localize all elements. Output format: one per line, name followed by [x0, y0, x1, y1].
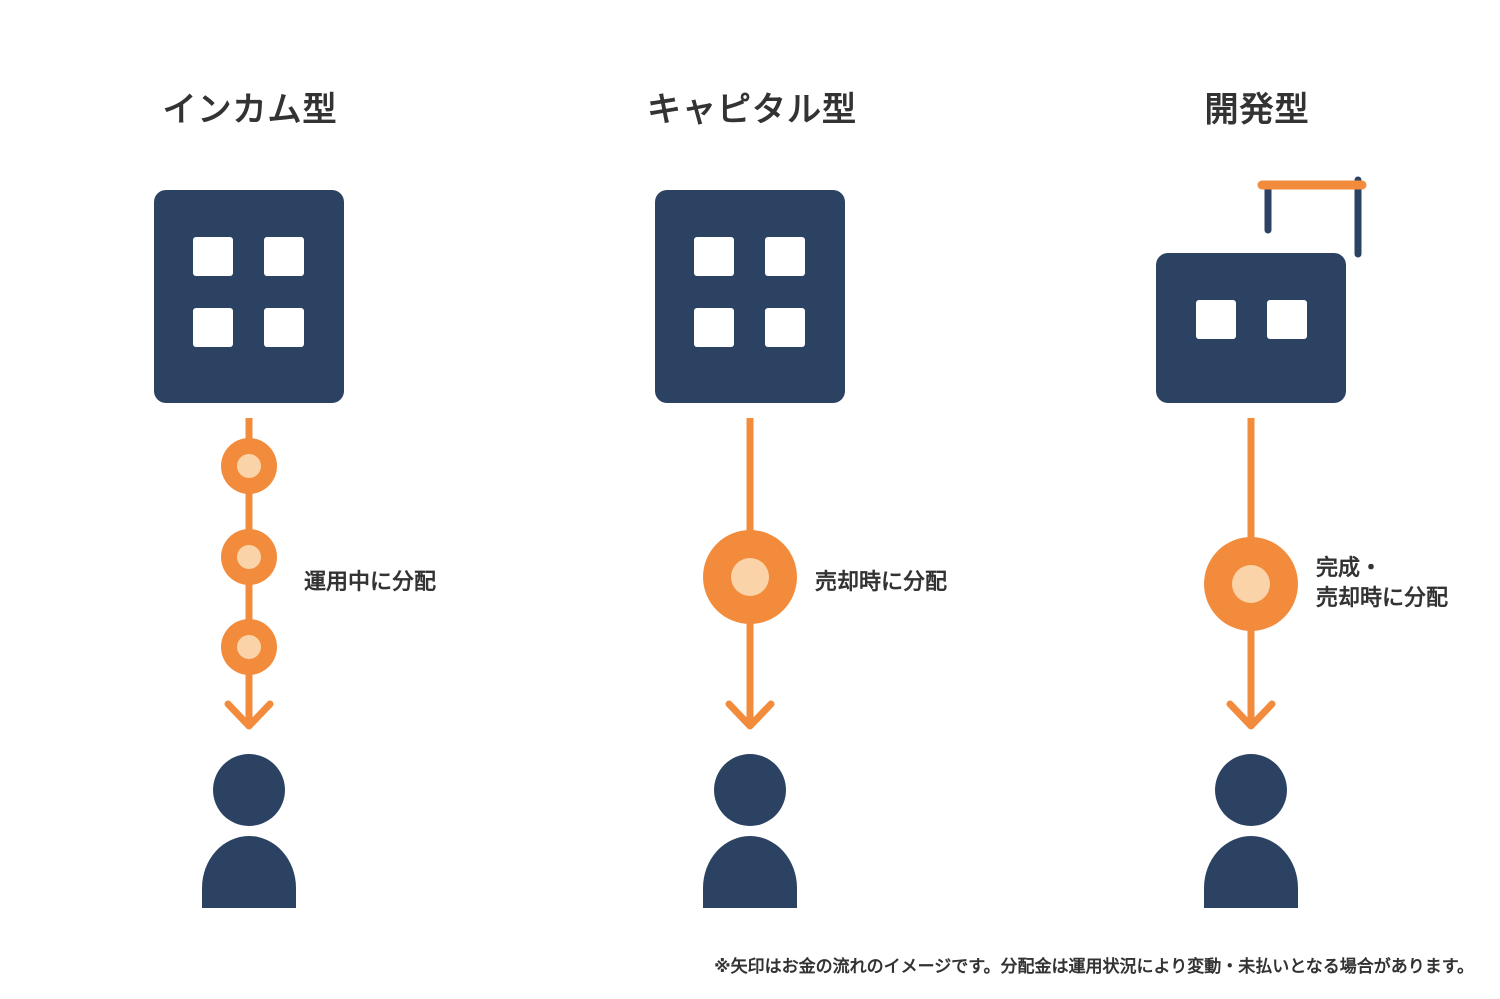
distribution-label-development-line1: 完成・: [1316, 556, 1383, 581]
column-title-capital: キャピタル型: [647, 90, 857, 130]
coin-icon: [703, 530, 797, 624]
income-column-graphic: [154, 190, 344, 908]
building-under-construction-icon: [1156, 176, 1367, 403]
coin-icon: [221, 619, 277, 675]
coin-icon: [221, 529, 277, 585]
development-column-graphic: [1156, 176, 1367, 908]
footnote: ※矢印はお金の流れのイメージです。分配金は運用状況により変動・未払いとなる場合が…: [714, 957, 1474, 977]
arrowhead-icon: [224, 700, 274, 730]
arrowhead-icon: [725, 700, 775, 730]
column-title-development: 開発型: [1204, 90, 1310, 130]
coin-icon: [221, 438, 277, 494]
investor-person-icon: [1204, 754, 1298, 908]
column-title-income: インカム型: [162, 90, 338, 130]
distribution-label-development-line2: 売却時に分配: [1316, 586, 1449, 611]
distribution-label-capital: 売却時に分配: [815, 570, 948, 595]
distribution-label-development: 完成・ 売却時に分配: [1316, 554, 1448, 614]
investor-person-icon: [202, 754, 296, 908]
building-icon: [154, 190, 344, 403]
arrowhead-icon: [1226, 700, 1276, 730]
coin-icon: [1204, 537, 1298, 631]
distribution-label-income: 運用中に分配: [304, 570, 437, 595]
investor-person-icon: [703, 754, 797, 908]
capital-column-graphic: [655, 190, 845, 908]
building-icon: [655, 190, 845, 403]
